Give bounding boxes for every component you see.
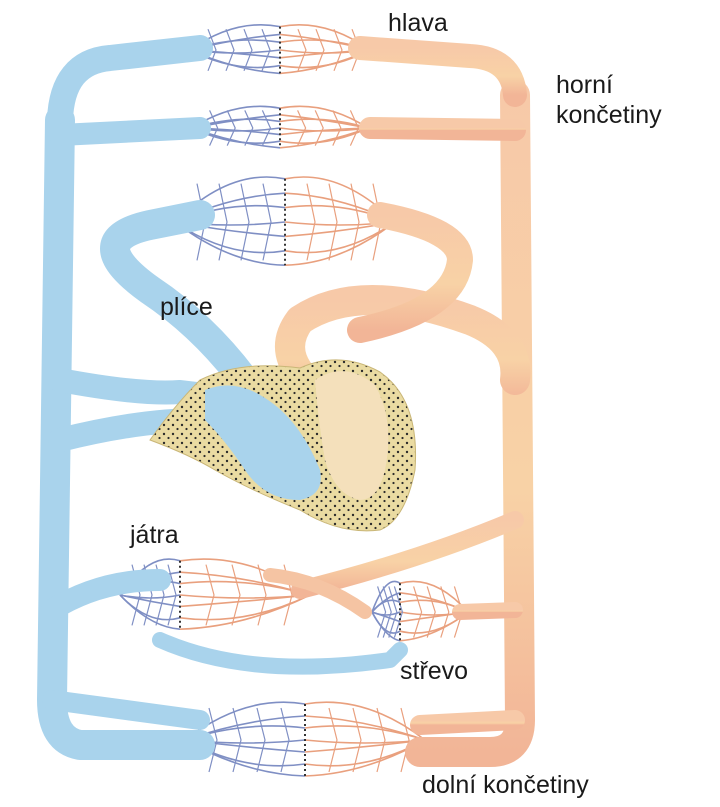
label-liver: játra xyxy=(130,520,179,550)
portal-vein xyxy=(160,640,400,667)
head-artery xyxy=(360,48,515,95)
label-head: hlava xyxy=(388,8,448,38)
liver-capillary-bed xyxy=(120,557,310,633)
head-capillary-bed xyxy=(190,24,370,76)
upper-limb-capillary-bed xyxy=(192,106,368,150)
hepatic-artery xyxy=(300,520,515,590)
upper-limb-artery xyxy=(370,128,515,130)
label-intestine: střevo xyxy=(400,656,468,686)
lower-limb-artery xyxy=(420,720,515,725)
lower-limb-vein xyxy=(52,700,200,720)
label-upper-limbs: horní končetiny xyxy=(556,70,662,130)
aorta-main xyxy=(420,95,520,752)
lower-limb-capillary-bed xyxy=(185,700,425,780)
label-lungs: plíce xyxy=(160,292,213,322)
label-lower-limbs: dolní končetiny xyxy=(422,770,589,800)
head-vein xyxy=(60,48,200,120)
label-upper-limbs-line2: končetiny xyxy=(556,100,662,130)
label-upper-limbs-line1: horní xyxy=(556,70,662,100)
mesenteric-artery xyxy=(460,610,515,612)
upper-limb-vein xyxy=(60,128,200,135)
